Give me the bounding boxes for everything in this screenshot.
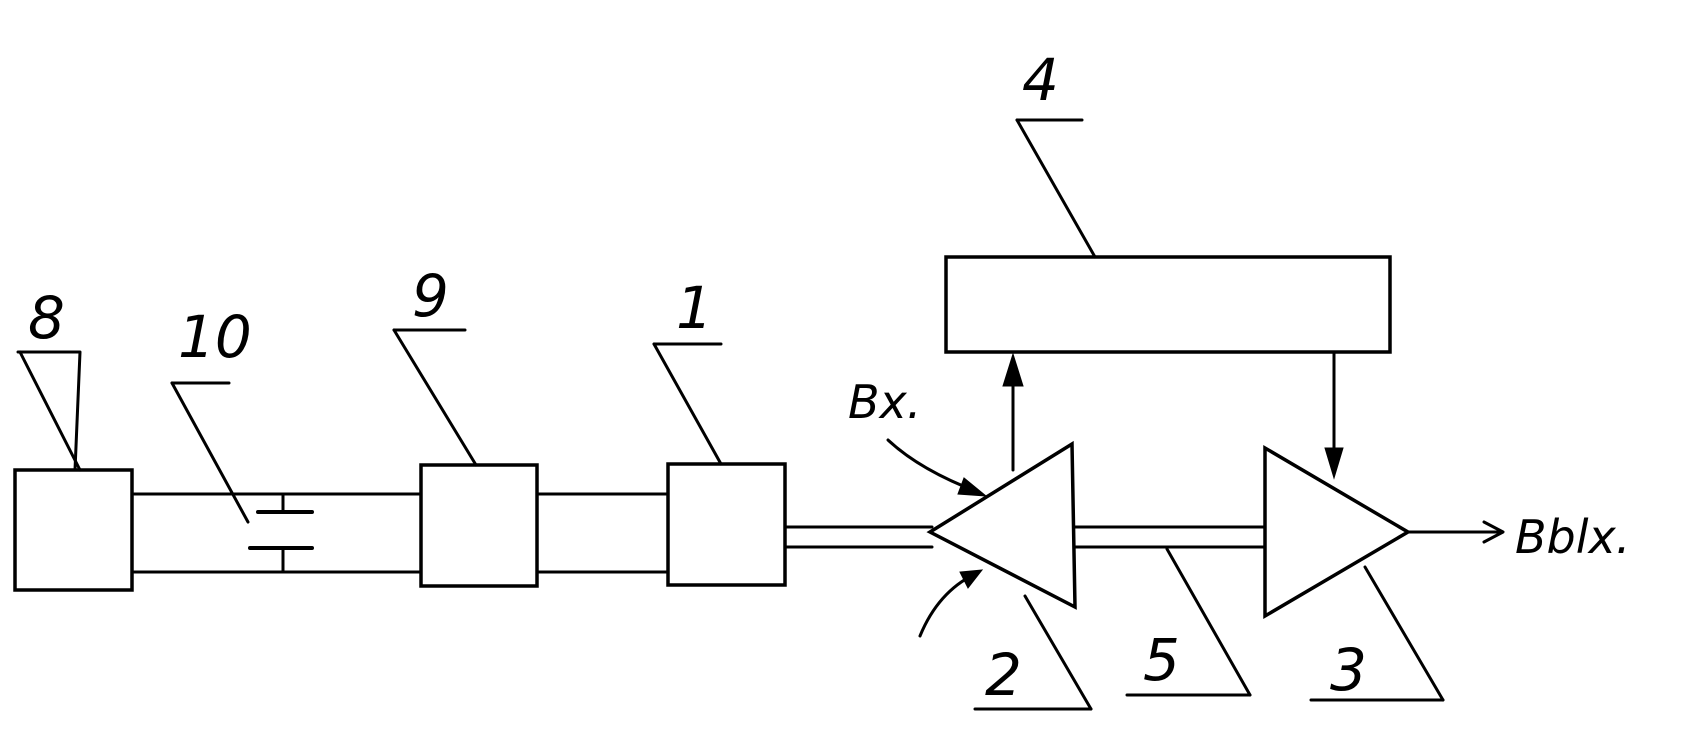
leader-4-diag	[1017, 120, 1095, 257]
label-10: 10	[178, 303, 252, 371]
block-9	[421, 465, 537, 586]
leader-8-diag	[20, 352, 80, 470]
leader-1-diag	[654, 344, 721, 464]
leader-9-diag	[394, 330, 476, 465]
amplifier-2	[930, 444, 1075, 607]
block-8	[15, 470, 132, 590]
label-1: 1	[676, 274, 713, 342]
label-3: 3	[1330, 636, 1367, 704]
leader-3-diag	[1365, 567, 1443, 700]
capacitor-10	[250, 494, 312, 572]
leader-10-diag	[172, 383, 248, 522]
line-5	[1072, 527, 1265, 547]
output-arrow	[1408, 522, 1503, 542]
leaders	[18, 120, 1443, 709]
label-8: 8	[28, 284, 65, 352]
amplifier-3	[1265, 448, 1408, 616]
label-2: 2	[985, 641, 1022, 709]
arrow-input-top-icon	[958, 478, 986, 496]
block-1	[668, 464, 785, 585]
label-input: Bx.	[848, 375, 921, 429]
label-5: 5	[1143, 626, 1180, 694]
arrow-input-bottom-icon	[960, 570, 982, 588]
leader-2-diag	[1025, 596, 1091, 709]
arrow-up-icon	[1003, 354, 1023, 386]
block-4	[946, 257, 1390, 352]
label-9: 9	[412, 262, 449, 330]
label-output: Bblx.	[1515, 510, 1630, 564]
label-4: 4	[1022, 46, 1059, 114]
arrow-down-icon	[1325, 448, 1343, 478]
